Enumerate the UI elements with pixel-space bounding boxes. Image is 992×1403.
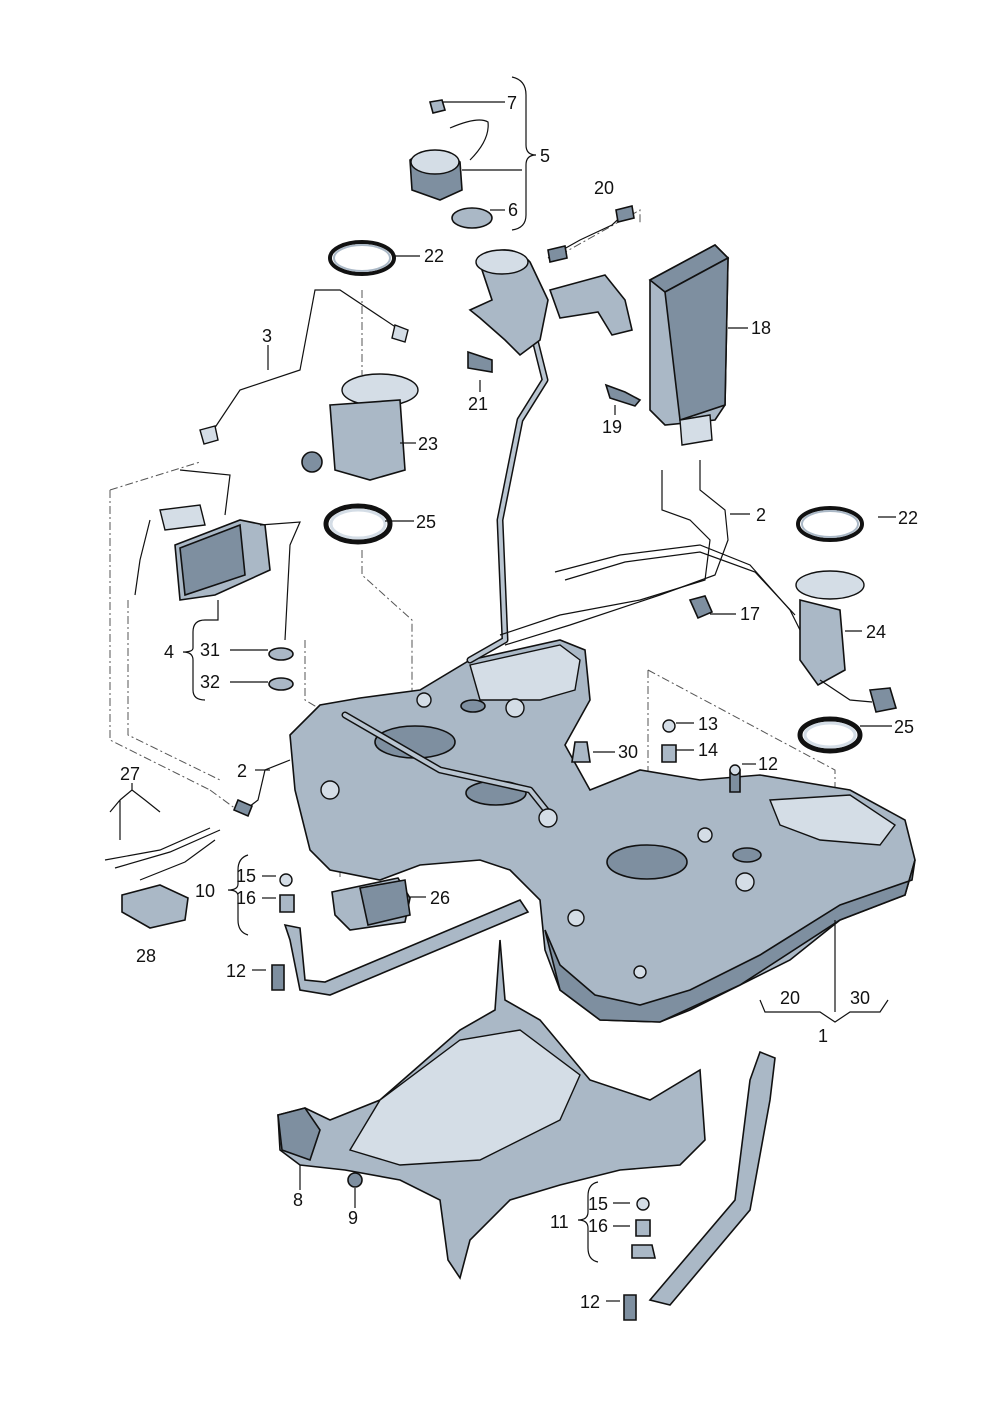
callout-13: 13 bbox=[698, 714, 718, 734]
callout-18: 18 bbox=[751, 318, 771, 338]
callout-16: 16 bbox=[236, 888, 256, 908]
assembly-lines bbox=[109, 209, 836, 880]
callout-26: 26 bbox=[430, 888, 450, 908]
callout-12-lower: 12 bbox=[580, 1292, 600, 1312]
callout-3: 3 bbox=[262, 326, 272, 346]
callout-30-tank: 30 bbox=[850, 988, 870, 1008]
callout-25-right: 25 bbox=[894, 717, 914, 737]
sender-unit-right bbox=[795, 506, 898, 754]
callout-22: 22 bbox=[424, 246, 444, 266]
callout-21: 21 bbox=[468, 394, 488, 414]
callout-20: 20 bbox=[594, 178, 614, 198]
callout-24: 24 bbox=[866, 622, 886, 642]
callout-6: 6 bbox=[508, 200, 518, 220]
tank-straps bbox=[271, 873, 776, 1321]
heat-shield bbox=[277, 939, 706, 1280]
callout-31: 31 bbox=[200, 640, 220, 660]
callout-30: 30 bbox=[618, 742, 638, 762]
callout-7: 7 bbox=[507, 93, 517, 113]
callout-27: 27 bbox=[120, 764, 140, 784]
callout-28: 28 bbox=[136, 946, 156, 966]
callout-20-tank: 20 bbox=[780, 988, 800, 1008]
charcoal-canister bbox=[547, 205, 730, 446]
callout-22-right: 22 bbox=[898, 508, 918, 528]
filter-assembly bbox=[134, 469, 301, 691]
callout-32: 32 bbox=[200, 672, 220, 692]
callout-2-left: 2 bbox=[237, 761, 247, 781]
filler-neck bbox=[409, 99, 633, 664]
fuel-lines bbox=[232, 460, 811, 818]
callout-1: 1 bbox=[818, 1026, 828, 1046]
callout-10: 10 bbox=[195, 881, 215, 901]
callout-9: 9 bbox=[348, 1208, 358, 1228]
fuel-tank bbox=[289, 639, 916, 1023]
callout-11: 11 bbox=[550, 1212, 569, 1232]
callout-12-left: 12 bbox=[226, 961, 246, 981]
hardware-near-tank bbox=[571, 719, 741, 793]
callout-4: 4 bbox=[164, 642, 174, 662]
callout-15-lower: 15 bbox=[588, 1194, 608, 1214]
callout-16-lower: 16 bbox=[588, 1216, 608, 1236]
callout-2: 2 bbox=[756, 505, 766, 525]
leader-lines bbox=[109, 76, 896, 1302]
fuel-pump-left bbox=[199, 240, 419, 545]
callout-19: 19 bbox=[602, 417, 622, 437]
callout-labels: 7 5 6 20 22 3 18 21 19 23 2 22 25 17 24 … bbox=[120, 93, 918, 1312]
hoses-and-connectors bbox=[104, 827, 411, 931]
callout-8: 8 bbox=[293, 1190, 303, 1210]
callout-17: 17 bbox=[740, 604, 760, 624]
callout-25: 25 bbox=[416, 512, 436, 532]
callout-15: 15 bbox=[236, 866, 256, 886]
callout-14: 14 bbox=[698, 740, 718, 760]
callout-5: 5 bbox=[540, 146, 550, 166]
callout-23: 23 bbox=[418, 434, 438, 454]
callout-12: 12 bbox=[758, 754, 778, 774]
